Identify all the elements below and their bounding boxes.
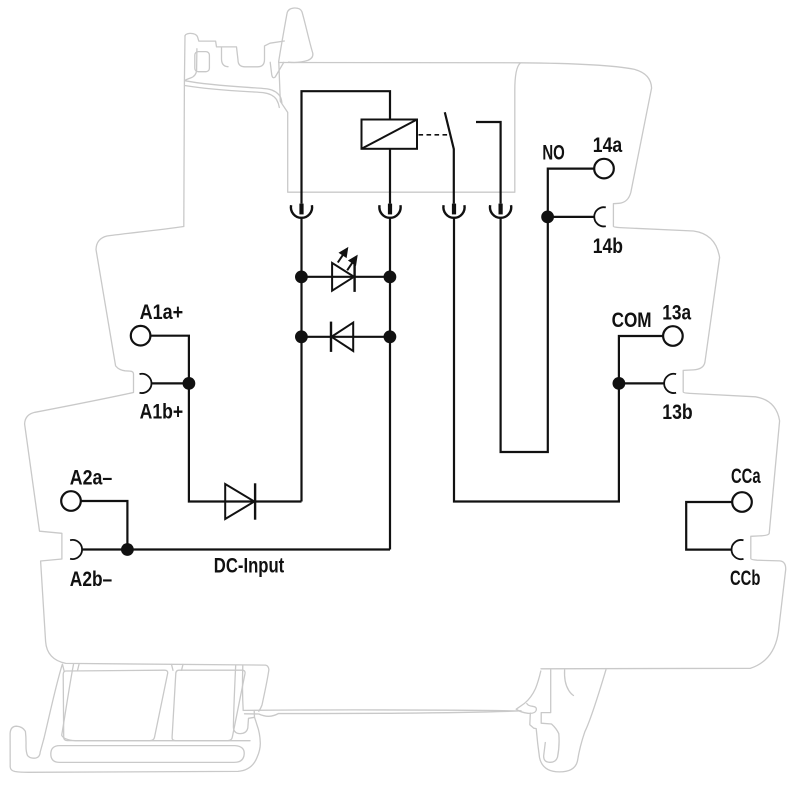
svg-text:13b: 13b (662, 400, 692, 424)
svg-text:DC-Input: DC-Input (214, 554, 284, 578)
svg-text:14a: 14a (593, 133, 623, 157)
svg-text:14b: 14b (593, 234, 623, 258)
svg-text:A1a+: A1a+ (140, 300, 184, 324)
svg-text:COM: COM (612, 308, 652, 332)
svg-text:A2b–: A2b– (70, 567, 113, 591)
svg-text:13a: 13a (662, 301, 691, 325)
svg-text:CCb: CCb (730, 566, 760, 590)
svg-text:NO: NO (542, 141, 564, 165)
svg-text:A1b+: A1b+ (140, 400, 184, 424)
svg-text:A2a–: A2a– (70, 466, 113, 490)
svg-text:CCa: CCa (731, 464, 761, 488)
